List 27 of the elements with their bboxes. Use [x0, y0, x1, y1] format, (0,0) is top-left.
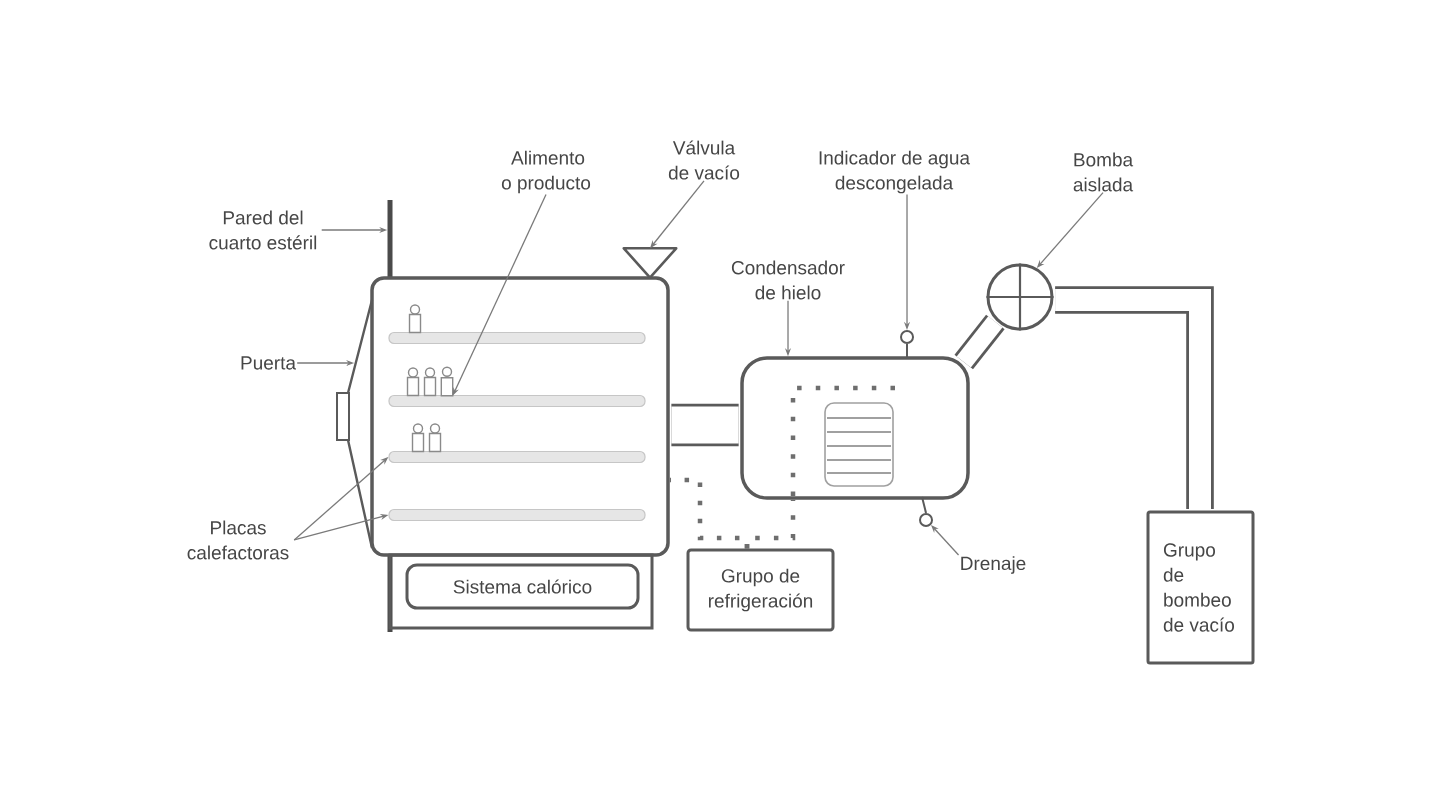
- pipe: [671, 403, 739, 447]
- pump-symbol: [985, 262, 1055, 332]
- part-label: Válvula de vacío: [668, 140, 740, 180]
- equipment-box: Sistema calórico: [405, 563, 640, 610]
- drain-symbol: [919, 496, 933, 527]
- part-label: Drenaje: [961, 556, 1026, 574]
- vial: [440, 366, 454, 397]
- shelf: [388, 508, 646, 522]
- gauge-symbol: [900, 330, 914, 360]
- pipe: [954, 314, 1005, 370]
- shelf: [388, 394, 646, 408]
- valve-symbol: [622, 247, 678, 279]
- part-label: Condensador de hielo: [731, 260, 845, 300]
- equipment-box: Grupo de bombeo de vacío: [1146, 510, 1255, 665]
- shelf: [388, 331, 646, 345]
- part-label: Placas calefactoras: [187, 520, 289, 560]
- base-frame: [388, 553, 654, 630]
- part-label: Puerta: [241, 356, 296, 370]
- door: [336, 298, 374, 550]
- shelf: [388, 450, 646, 464]
- equipment-box: Grupo de refrigeración: [686, 548, 835, 632]
- part-label: Pared del cuarto estéril: [209, 210, 317, 250]
- pipe: [1055, 286, 1214, 509]
- part-label: Alimento o producto: [501, 150, 591, 194]
- part-label: Bomba aislada: [1073, 152, 1134, 192]
- part-label: Indicador de agua descongelada: [819, 150, 971, 194]
- coolant-line: [744, 499, 796, 549]
